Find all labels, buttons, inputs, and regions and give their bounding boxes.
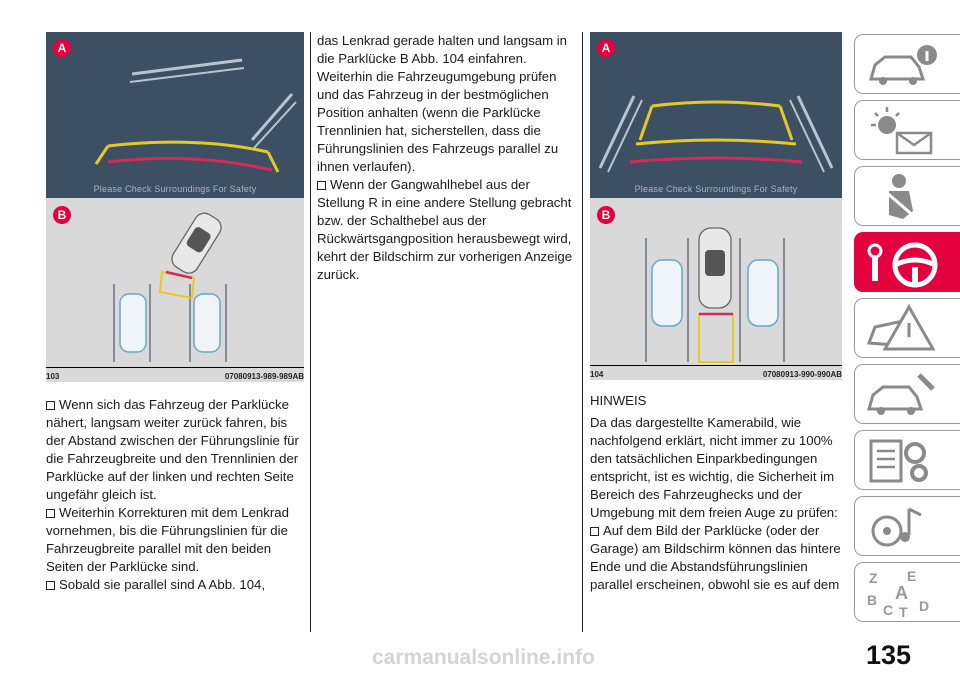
tab-starting-driving[interactable] xyxy=(854,232,960,292)
figure-code: 07080913-989-989AB xyxy=(224,371,304,381)
bullet-paragraph: Weiterhin Korrekturen mit dem Lenkrad vo… xyxy=(46,504,304,576)
figure-code: 07080913-990-990AB xyxy=(762,369,842,379)
index-letter: T xyxy=(899,604,908,619)
right-text: HINWEIS Da das dargestellte Kamerabild, … xyxy=(590,392,842,594)
left-text: Wenn sich das Fahrzeug der Parklücke näh… xyxy=(46,396,304,594)
column-divider xyxy=(582,32,583,632)
multimedia-icon xyxy=(871,507,922,547)
warning-lights-icon xyxy=(871,107,933,155)
index-icon: Z E A B C D T xyxy=(867,568,929,619)
left-column: A Please Check Surroundings For Safety B xyxy=(46,32,304,594)
car-info-icon xyxy=(869,45,937,85)
tab-warning-lights[interactable] xyxy=(854,100,960,160)
figure-number: 103 xyxy=(46,371,60,381)
tab-car-info[interactable] xyxy=(854,34,960,94)
tab-seat-safety[interactable] xyxy=(854,166,960,226)
figure-meta: 103 07080913-989-989AB xyxy=(46,367,304,382)
index-letter: C xyxy=(883,602,893,618)
index-letter: E xyxy=(907,568,916,584)
note-title: HINWEIS xyxy=(590,393,647,408)
index-letter: Z xyxy=(869,570,878,586)
specifications-icon xyxy=(869,439,928,483)
camera-caption: Please Check Surroundings For Safety xyxy=(634,184,798,194)
guide-lines-diagram xyxy=(94,58,297,173)
badge-a: A xyxy=(53,39,71,57)
tab-multimedia[interactable] xyxy=(854,496,960,556)
index-letter: A xyxy=(895,583,908,603)
rear-camera-view: A Please Check Surroundings For Safety xyxy=(590,32,842,198)
parking-diagram: B xyxy=(46,198,304,366)
guide-lines-diagram xyxy=(598,95,834,173)
tab-specifications[interactable] xyxy=(854,430,960,490)
note-paragraph: Da das dargestellte Kamerabild, wie nach… xyxy=(590,415,838,520)
continuation-paragraph: das Lenkrad gerade halten und langsam in… xyxy=(317,33,568,174)
tab-maintenance[interactable] xyxy=(854,364,960,424)
index-letter: B xyxy=(867,592,877,608)
middle-column: das Lenkrad gerade halten und langsam in… xyxy=(317,32,575,284)
seat-safety-icon xyxy=(886,174,916,219)
right-column: A Please Check Surroundings For Safety B xyxy=(590,32,842,594)
camera-caption: Please Check Surroundings For Safety xyxy=(93,184,257,194)
figure-103: A Please Check Surroundings For Safety B xyxy=(46,32,304,382)
page-number: 135 xyxy=(866,640,912,670)
figure-number: 104 xyxy=(590,369,604,379)
bullet-paragraph: Sobald sie parallel sind A Abb. 104, xyxy=(46,576,304,594)
badge-a: A xyxy=(597,39,615,57)
bullet-paragraph: Auf dem Bild der Parklücke (oder der Gar… xyxy=(590,523,841,592)
parking-diagram: B xyxy=(590,198,842,364)
emergency-icon xyxy=(866,303,936,351)
maintenance-icon xyxy=(867,373,935,415)
chapter-tabs: Z E A B C D T xyxy=(854,34,960,628)
tab-emergency[interactable] xyxy=(854,298,960,358)
badge-b: B xyxy=(53,206,71,224)
column-divider xyxy=(310,32,311,632)
figure-104: A Please Check Surroundings For Safety B xyxy=(590,32,842,380)
rear-camera-view: A Please Check Surroundings For Safety xyxy=(46,32,304,198)
badge-b: B xyxy=(597,206,615,224)
parking-space-diagram xyxy=(645,227,785,363)
parking-space-diagram xyxy=(113,212,227,362)
bullet-paragraph: Wenn sich das Fahrzeug der Parklücke näh… xyxy=(46,396,304,504)
tab-index[interactable]: Z E A B C D T xyxy=(854,562,960,622)
key-steering-wheel-icon xyxy=(867,242,938,288)
figure-meta: 104 07080913-990-990AB xyxy=(590,365,842,380)
index-letter: D xyxy=(919,598,929,614)
watermark: carmanualsonline.info xyxy=(372,646,595,669)
bullet-paragraph: Wenn der Gangwahlhebel aus der Stellung … xyxy=(317,176,575,284)
